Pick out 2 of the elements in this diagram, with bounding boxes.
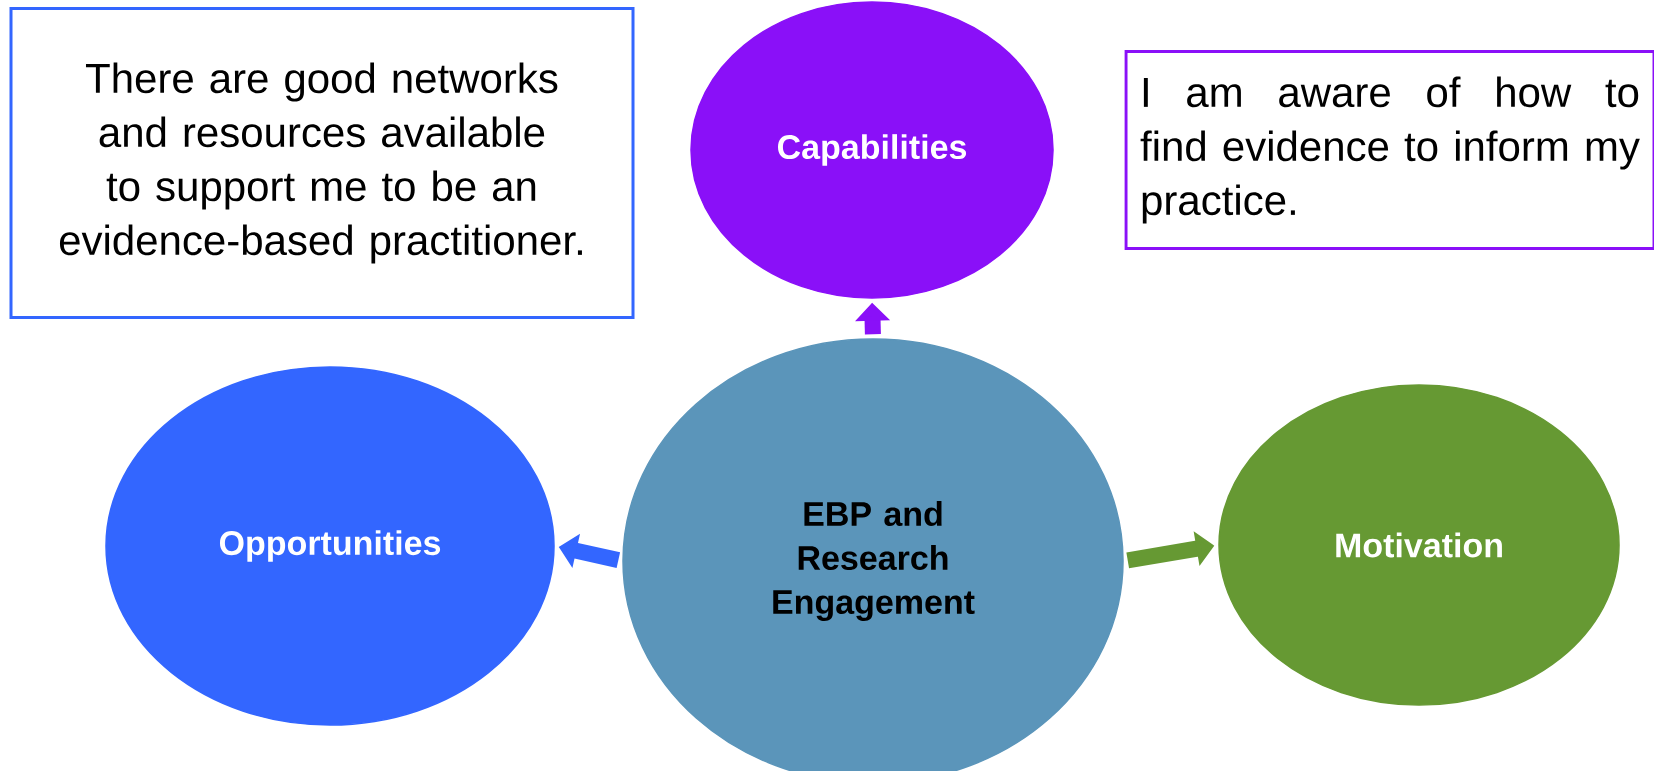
text-box: I am aware of how to find evidence to inform my practice. [1124, 50, 1654, 250]
text-box: There are good networks and resources available to support me to be an evidence-based practitioner. [9, 7, 635, 319]
